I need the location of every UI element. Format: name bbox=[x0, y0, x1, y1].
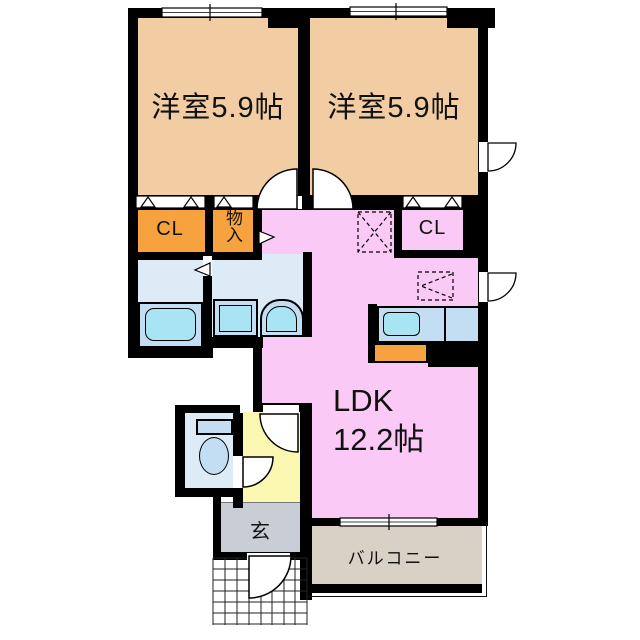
wall-cl2-left bbox=[394, 203, 402, 258]
closet1-label: CL bbox=[156, 218, 184, 240]
door-swing-icon bbox=[487, 272, 517, 302]
hall-floor bbox=[243, 412, 302, 505]
wall-left bbox=[128, 8, 138, 358]
bedroom1-label: 洋室5.9帖 bbox=[151, 92, 285, 124]
wall-washroom-bottom bbox=[203, 337, 263, 348]
storage-label: 物入 bbox=[223, 209, 242, 243]
kitchen-cabinet bbox=[373, 343, 428, 363]
ldk-size: 12.2帖 bbox=[333, 422, 425, 457]
wall-cl2-right bbox=[463, 203, 488, 250]
wall-toilet-bottom bbox=[175, 488, 240, 497]
toilet-tank bbox=[196, 419, 233, 435]
wall-toilet-top bbox=[175, 405, 240, 413]
toilet-icon bbox=[199, 437, 229, 475]
wall-balcony-bottom bbox=[308, 584, 482, 593]
bedroom1-floor bbox=[138, 16, 298, 198]
door-swing-icon bbox=[487, 142, 517, 172]
bedroom2-label: 洋室5.9帖 bbox=[327, 92, 461, 124]
closet1-floor bbox=[135, 206, 205, 252]
wall-right bbox=[478, 8, 488, 518]
wall-bedroom-divider bbox=[298, 14, 310, 207]
storage-floor bbox=[213, 206, 253, 252]
entry-door-swing-icon bbox=[248, 555, 292, 599]
wall-top bbox=[128, 8, 495, 18]
kitchen-counter-divider bbox=[444, 306, 446, 343]
ldk-label: LDK 12.2帖 bbox=[333, 381, 424, 459]
wall-bath-washroom bbox=[203, 274, 212, 338]
wall-cl1-storage bbox=[205, 206, 213, 254]
wall-cl2-bottom bbox=[394, 250, 488, 258]
wall-corridor-left bbox=[253, 337, 262, 412]
wall-genkan-bottom bbox=[213, 552, 310, 560]
balcony-label: バルコニー bbox=[347, 549, 443, 568]
wall-toilet-left bbox=[175, 405, 185, 497]
wall-band-mid bbox=[128, 195, 478, 210]
wall-genkan-left bbox=[213, 488, 221, 560]
wall-bath-bottom bbox=[128, 348, 213, 358]
bathtub-basin bbox=[145, 308, 196, 341]
kitchen-sink-icon bbox=[383, 312, 420, 336]
balcony-floor bbox=[308, 524, 482, 585]
sink-bowl bbox=[266, 306, 297, 332]
porch-tile-grid bbox=[212, 557, 308, 625]
entrance-label: 玄 bbox=[250, 521, 270, 543]
wall-storage-ldk bbox=[253, 206, 262, 256]
closet2-label: CL bbox=[418, 217, 447, 239]
ldk-name: LDK bbox=[333, 383, 394, 418]
genkan-floor bbox=[218, 502, 302, 552]
balcony-railing bbox=[306, 521, 487, 597]
wall-kitchen-chunk bbox=[428, 343, 488, 367]
wall-cl-bottom bbox=[128, 252, 262, 260]
washer-pan-inner bbox=[219, 305, 252, 332]
wall-washroom-right bbox=[303, 252, 312, 337]
wall-kitchen-stub bbox=[368, 304, 377, 363]
